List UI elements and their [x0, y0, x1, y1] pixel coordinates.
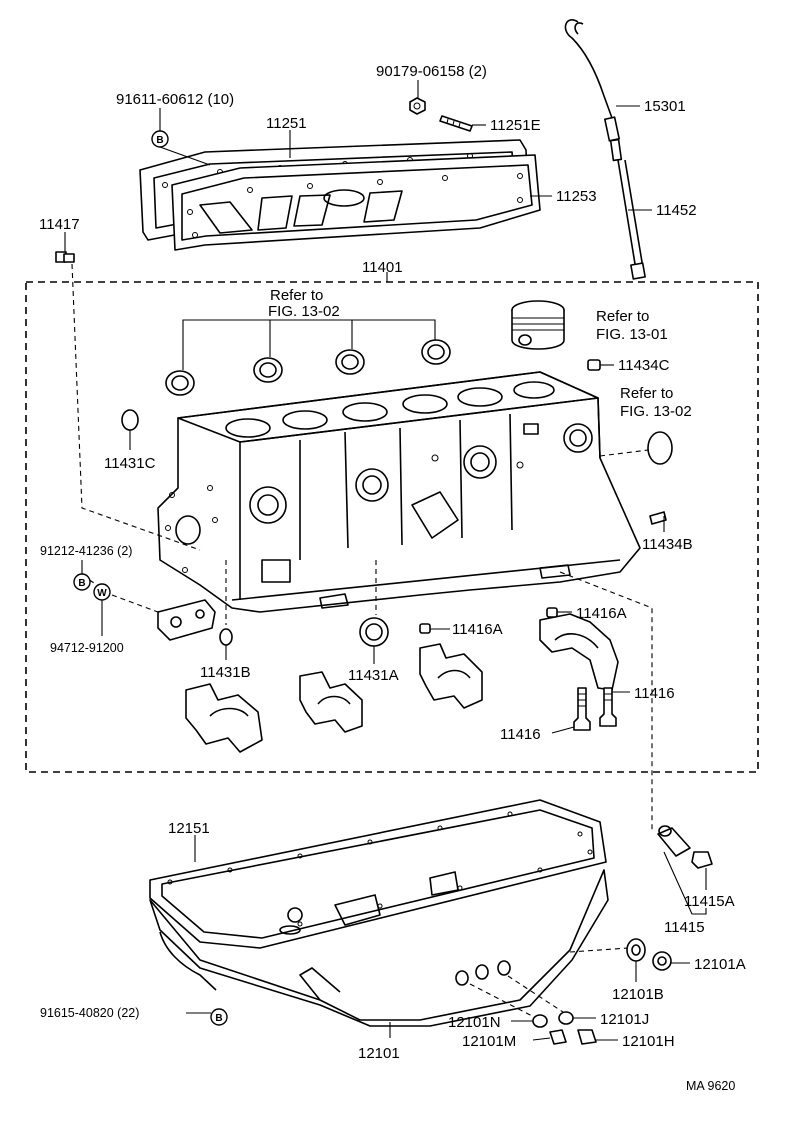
bolt-badge-91615: B — [210, 1008, 228, 1026]
camshaft-bearings — [165, 319, 451, 396]
label-12101B: 12101B — [612, 986, 664, 1003]
label-12101H: 12101H — [622, 1033, 675, 1050]
cap-dowel-11416A-2 — [546, 607, 558, 618]
bracket-part — [157, 599, 216, 641]
refer-to-text-3: Refer to — [620, 385, 673, 402]
label-11415: 11415 — [664, 919, 705, 936]
part-labels: 90179-06158 (2) 15301 91611-60612 (10) 1… — [39, 63, 746, 1093]
label-11416A-2: 11416A — [576, 605, 627, 622]
label-12101: 12101 — [358, 1045, 400, 1062]
label-11416A-1: 11416A — [452, 621, 503, 638]
label-11416-2: 11416 — [500, 726, 541, 743]
label-11431B: 11431B — [200, 664, 251, 681]
cap-dowel-11416A-1 — [419, 623, 431, 634]
label-11417: 11417 — [39, 216, 80, 233]
badge-letter: B — [156, 135, 163, 146]
cap-bolt-2 — [599, 687, 617, 727]
gasket-12101B — [626, 938, 646, 962]
plug-11434C — [587, 359, 601, 371]
grommet-12101N — [532, 1014, 548, 1028]
side-cover-gasket-11253 — [171, 154, 541, 251]
label-12101J: 12101J — [600, 1011, 649, 1028]
main-bearing-cap-4 — [539, 613, 619, 691]
label-11416-1: 11416 — [634, 685, 675, 702]
main-bearing-cap-3 — [419, 643, 483, 709]
washer-badge-94712: W — [93, 583, 111, 601]
label-91615-40820: 91615-40820 (22) — [40, 1006, 139, 1020]
badge-letter: W — [97, 588, 107, 599]
plug-11431B — [219, 628, 233, 646]
label-11431A: 11431A — [348, 667, 399, 684]
pin-11434B — [649, 511, 667, 525]
refer-to-text-2: Refer to — [596, 308, 649, 325]
refer-fig-13-02-a: FIG. 13-02 — [268, 303, 340, 320]
block-assembly-boundary — [25, 272, 759, 773]
plug-11431C — [121, 409, 139, 431]
label-11452: 11452 — [656, 202, 697, 219]
cylinder-block — [157, 371, 641, 613]
grommets — [455, 960, 511, 986]
stud-11251E — [439, 115, 473, 132]
label-90179-06158: 90179-06158 (2) — [376, 63, 487, 80]
main-bearing-cap-1 — [185, 683, 263, 753]
label-12151: 12151 — [168, 820, 210, 837]
label-91212-41236: 91212-41236 (2) — [40, 544, 132, 558]
rear-oil-seal — [359, 617, 389, 647]
main-bearing-cap-2 — [299, 671, 363, 733]
label-11434B: 11434B — [642, 536, 693, 553]
piston-part — [511, 300, 565, 350]
dipstick-guide-part — [564, 19, 646, 280]
plug-11417 — [55, 251, 75, 263]
label-11401: 11401 — [362, 259, 403, 276]
label-11253: 11253 — [556, 188, 597, 205]
oil-union-11415 — [657, 825, 691, 857]
leader-lines — [64, 80, 707, 1041]
label-12101M: 12101M — [462, 1033, 516, 1050]
oil-pan-gasket-12151 — [149, 799, 607, 949]
label-11431C: 11431C — [104, 455, 156, 472]
bolt-badge-91611: B — [151, 130, 169, 148]
label-12101A: 12101A — [694, 956, 746, 973]
refer-fig-13-01: FIG. 13-01 — [596, 326, 668, 343]
label-91611-60612: 91611-60612 (10) — [116, 91, 234, 108]
cap-bolt-1 — [573, 687, 591, 731]
plug-11415A — [691, 851, 713, 869]
bolt-badge-91212: B — [73, 573, 91, 591]
refer-fig-13-02-b: FIG. 13-02 — [620, 403, 692, 420]
label-11434C: 11434C — [618, 357, 670, 374]
plug-12101H — [577, 1029, 597, 1045]
expansion-plug-right — [647, 431, 673, 465]
oil-pan-12101 — [149, 869, 609, 1027]
refer-to-text-1: Refer to — [270, 287, 323, 304]
figure-code: MA 9620 — [686, 1079, 735, 1093]
plug-12101M — [549, 1029, 567, 1045]
badge-letter: B — [78, 578, 85, 589]
nut-90179 — [409, 97, 426, 115]
label-11251: 11251 — [266, 115, 307, 132]
label-11415A: 11415A — [684, 893, 735, 910]
label-15301: 15301 — [644, 98, 686, 115]
badge-letter: B — [215, 1013, 222, 1024]
drain-plug-12101A — [652, 951, 672, 971]
grommet-12101J — [558, 1011, 574, 1025]
label-12101N: 12101N — [448, 1014, 501, 1031]
label-11251E: 11251E — [490, 117, 541, 134]
label-94712-91200: 94712-91200 — [50, 641, 124, 655]
